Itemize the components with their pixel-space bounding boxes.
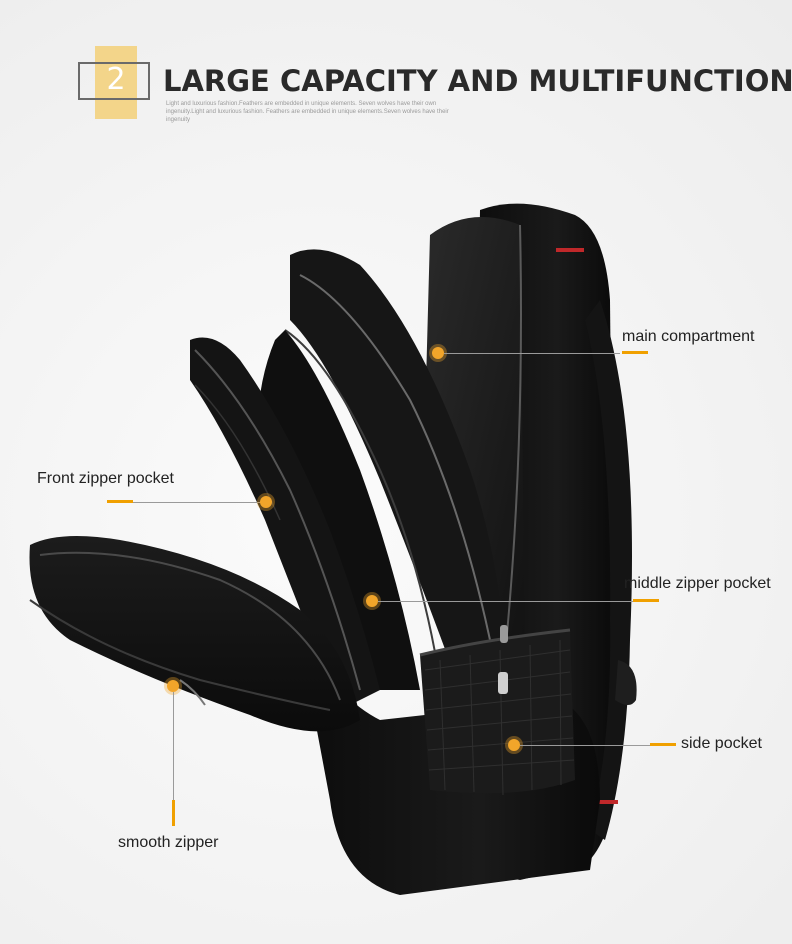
side-pocket-dash	[650, 743, 676, 746]
middle-zipper-pocket-dash	[633, 599, 659, 602]
smooth-zipper-label: smooth zipper	[118, 834, 219, 851]
front-zipper-pocket-label: Front zipper pocket	[37, 470, 174, 487]
main-compartment-marker	[432, 347, 444, 359]
section-number: 2	[106, 62, 126, 97]
section-number-frame	[78, 62, 150, 100]
middle-zipper-pocket-leader	[378, 601, 633, 602]
side-pocket-label: side pocket	[681, 735, 762, 752]
middle-zipper-pocket-label: middle zipper pocket	[624, 575, 771, 592]
section-number-block	[95, 46, 137, 119]
side-pocket-leader	[520, 745, 650, 746]
page-subtitle: Light and luxurious fashion.Feathers are…	[166, 101, 449, 123]
page-title: LARGE CAPACITY AND MULTIFUNCTION	[163, 64, 792, 98]
smooth-zipper-marker	[167, 680, 179, 692]
side-pocket-marker	[508, 739, 520, 751]
main-compartment-leader	[444, 353, 620, 354]
smooth-zipper-leader	[173, 692, 174, 800]
front-zipper-pocket-leader	[133, 502, 261, 503]
main-compartment-label: main compartment	[622, 328, 755, 345]
front-zipper-pocket-dash	[107, 500, 133, 503]
main-compartment-dash	[622, 351, 648, 354]
middle-zipper-pocket-marker	[366, 595, 378, 607]
smooth-zipper-dash	[172, 800, 175, 826]
front-zipper-pocket-marker	[260, 496, 272, 508]
